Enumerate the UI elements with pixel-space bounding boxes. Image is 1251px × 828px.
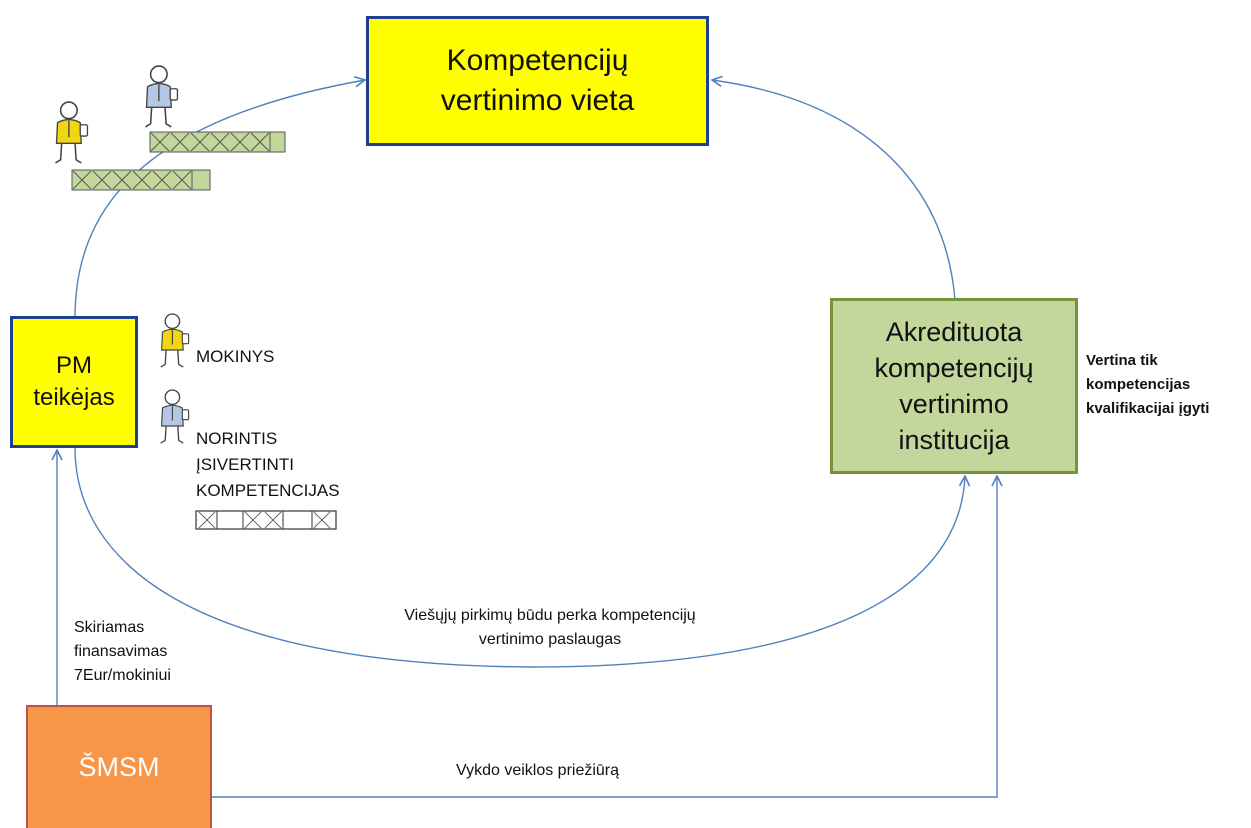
progress-track-icon xyxy=(71,169,211,191)
assesses-only-note: Vertina tik kompetencijas kvalifikacijai… xyxy=(1086,352,1210,417)
funding-label: Skiriamas finansavimas 7Eur/mokiniui xyxy=(74,619,171,684)
legend-applicant-label: NORINTIS ĮSIVERTINTI KOMPETENCIJAS xyxy=(196,429,340,500)
accredited-institution-box: Akredituota kompetencijų vertinimo insti… xyxy=(830,298,1078,474)
student-person-icon xyxy=(54,101,89,164)
supervision-label: Vykdo veiklos priežiūrą xyxy=(456,762,620,779)
pm-provider-box: PM teikėjas xyxy=(10,316,138,448)
student-person-icon xyxy=(160,313,190,368)
procurement-label: Viešųjų pirkimų būdu perka kompetencijų … xyxy=(404,607,696,648)
arc-pm-to-assessment-site xyxy=(74,80,365,319)
line-ministry-supervision-to-institution xyxy=(212,476,997,798)
assessment-site-box: Kompetencijų vertinimo vieta xyxy=(366,16,709,146)
progress-track-icon xyxy=(149,131,286,153)
applicant-person-icon xyxy=(144,65,179,128)
arc-pm-procurement-to-institution xyxy=(74,447,965,668)
arc-institution-to-assessment-site xyxy=(712,80,956,301)
applicant-person-icon xyxy=(160,389,190,444)
progress-track-icon xyxy=(195,510,337,530)
legend-student-label: MOKINYS xyxy=(196,347,275,366)
ministry-box: ŠMSM xyxy=(26,705,212,828)
